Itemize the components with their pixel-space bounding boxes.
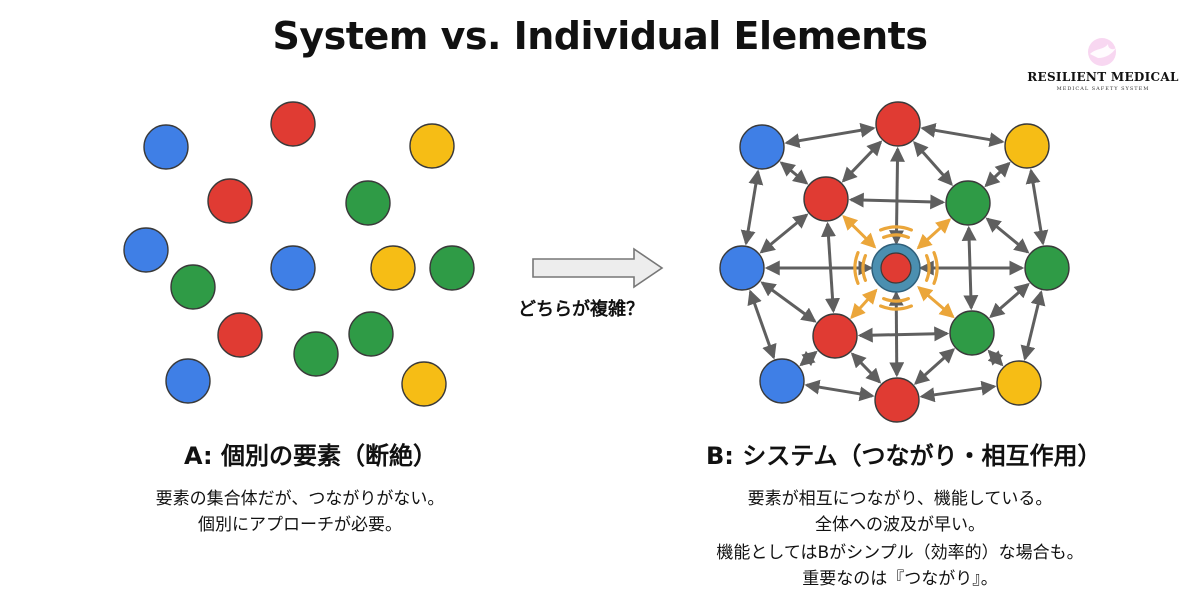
panel-a-heading: A: 個別の要素（断絶） (184, 442, 437, 470)
connection-arrow (913, 348, 956, 385)
center-question: どちらが複雑？ (518, 299, 644, 320)
panel-a-description-line: 個別にアプローチが必要。 (198, 515, 402, 535)
connection-arrow (889, 146, 905, 246)
red-element (803, 176, 849, 222)
red-element (207, 178, 253, 224)
panel-a-description: 要素の集合体だが、つながりがない。 個別にアプローチが必要。 (110, 486, 490, 538)
connection-arrow (850, 288, 878, 320)
green-element (170, 264, 216, 310)
panel-b-note-line: 機能としてはBがシンプル（効率的）な場合も。 (716, 543, 1084, 563)
connection-arrow (920, 122, 1005, 148)
brand-logo: RESILIENT MEDICAL MEDICAL SAFETY SYSTEM (1018, 36, 1188, 92)
green-element (429, 245, 475, 291)
connection-arrow (888, 290, 905, 378)
signal-wave (932, 251, 939, 285)
brand-name: RESILIENT MEDICAL (1027, 70, 1179, 84)
connection-arrow (760, 281, 817, 323)
panel-b-description-line: 全体への波及が早い。 (815, 515, 985, 535)
connection-arrow (804, 379, 875, 402)
panel-b-note-line: 重要なのは『つながり』。 (802, 569, 998, 589)
green-element (348, 311, 394, 357)
connection-arrow (779, 161, 809, 185)
signal-wave (861, 254, 868, 282)
connection-arrow (1025, 168, 1049, 246)
signal-wave (879, 304, 913, 311)
yellow-element (401, 361, 447, 407)
red-element (217, 312, 263, 358)
connection-arrow (916, 218, 952, 250)
red-element (270, 101, 316, 147)
yellow-element (1004, 123, 1050, 169)
connection-arrow (917, 286, 955, 319)
connection-arrow (784, 122, 876, 149)
signal-wave (882, 296, 910, 303)
blue-element (143, 124, 189, 170)
panel-a-description-line: 要素の集合体だが、つながりがない。 (155, 489, 445, 509)
transition-arrow (532, 247, 664, 289)
red-element (875, 101, 921, 147)
connection-arrow (989, 282, 1030, 319)
connection-arrow (987, 349, 1004, 367)
signal-wave (879, 225, 913, 232)
connection-arrow (747, 289, 777, 360)
blue-element (123, 227, 169, 273)
connection-arrow (759, 213, 809, 254)
connection-arrow (841, 140, 883, 183)
individual-elements-group (123, 101, 475, 407)
dove-icon (1088, 38, 1116, 66)
yellow-element (996, 360, 1042, 406)
red-element (874, 377, 920, 423)
blue-element (759, 358, 805, 404)
connection-arrow (857, 326, 950, 343)
blue-element (719, 245, 765, 291)
diagram-title: System vs. Individual Elements (272, 14, 928, 58)
connection-arrow (842, 214, 877, 249)
panel-b-heading: B: システム（つながり・相互作用） (706, 442, 1102, 470)
green-element (949, 310, 995, 356)
panel-b-description: 要素が相互につながり、機能している。 全体への波及が早い。 (690, 486, 1110, 538)
connection-arrow (984, 161, 1011, 188)
connection-arrow (799, 350, 818, 367)
connection-arrow (850, 352, 882, 384)
connection-arrow (913, 141, 953, 186)
panel-b-note: 機能としてはBがシンプル（効率的）な場合も。 重要なのは『つながり』。 (670, 540, 1130, 592)
system-network-group (719, 101, 1070, 423)
green-element (945, 180, 991, 226)
connection-arrow (919, 380, 997, 403)
connection-arrow (985, 217, 1030, 254)
panel-b-description-line: 要素が相互につながり、機能している。 (747, 489, 1053, 509)
brand-subtitle: MEDICAL SAFETY SYSTEM (1056, 86, 1150, 92)
green-element (1024, 245, 1070, 291)
green-element (345, 180, 391, 226)
signal-wave (853, 251, 860, 285)
blue-element (165, 358, 211, 404)
connection-arrow (740, 169, 764, 246)
signal-wave (882, 233, 910, 240)
blue-element (739, 124, 785, 170)
core-element (880, 252, 912, 284)
red-element (812, 313, 858, 359)
blue-element (270, 245, 316, 291)
connection-arrow (1020, 290, 1046, 361)
green-element (293, 331, 339, 377)
yellow-element (370, 245, 416, 291)
signal-wave (924, 254, 931, 282)
yellow-element (409, 123, 455, 169)
